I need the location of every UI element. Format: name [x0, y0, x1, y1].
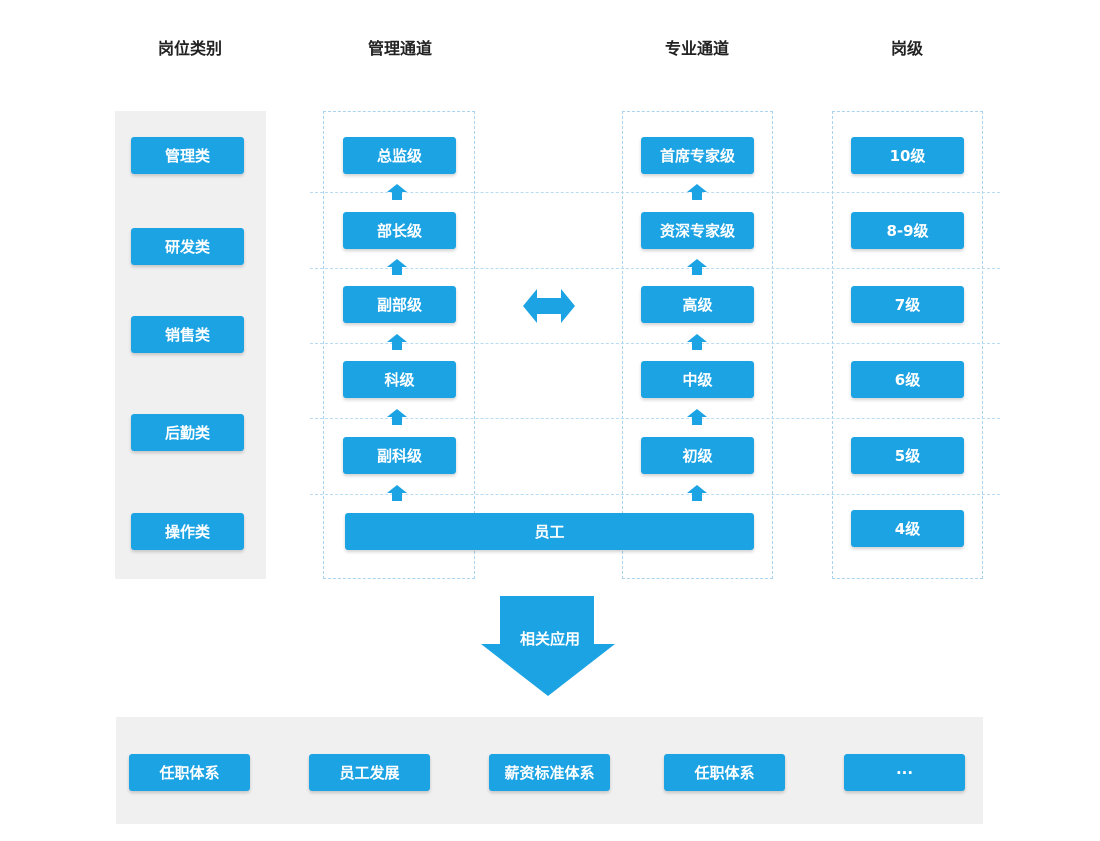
grade-box: 8-9级 — [851, 212, 964, 249]
header-category: 岗位类别 — [157, 39, 222, 58]
grade-column-outline — [832, 111, 983, 579]
level-divider — [310, 418, 1000, 419]
professional-level-box: 首席专家级 — [641, 137, 754, 174]
category-box: 管理类 — [131, 137, 244, 174]
header-management: 管理通道 — [367, 39, 432, 58]
professional-level-box: 中级 — [641, 361, 754, 398]
professional-level-box: 初级 — [641, 437, 754, 474]
management-level-box: 副科级 — [343, 437, 456, 474]
category-box: 销售类 — [131, 316, 244, 353]
grade-box: 5级 — [851, 437, 964, 474]
up-arrow-icon — [387, 184, 407, 200]
up-arrow-icon — [387, 334, 407, 350]
application-box: ··· — [844, 754, 965, 791]
level-divider — [310, 268, 1000, 269]
management-level-box: 总监级 — [343, 137, 456, 174]
grade-box: 7级 — [851, 286, 964, 323]
up-arrow-icon — [387, 485, 407, 501]
application-box: 任职体系 — [129, 754, 250, 791]
up-arrow-icon — [687, 409, 707, 425]
up-arrow-icon — [687, 485, 707, 501]
application-box: 员工发展 — [309, 754, 430, 791]
management-level-box: 部长级 — [343, 212, 456, 249]
down-arrow-icon — [481, 596, 615, 696]
level-divider — [310, 192, 1000, 193]
header-grade: 岗级 — [890, 39, 923, 58]
category-box: 后勤类 — [131, 414, 244, 451]
grade-box: 4级 — [851, 510, 964, 547]
management-level-box: 副部级 — [343, 286, 456, 323]
management-column-outline — [323, 111, 475, 579]
category-box: 操作类 — [131, 513, 244, 550]
professional-level-box: 高级 — [641, 286, 754, 323]
professional-column-outline — [622, 111, 773, 579]
employee-base-bar: 员工 — [345, 513, 754, 550]
header-professional: 专业通道 — [664, 39, 729, 58]
application-label: 相关应用 — [519, 630, 580, 648]
management-level-box: 科级 — [343, 361, 456, 398]
up-arrow-icon — [387, 259, 407, 275]
grade-box: 6级 — [851, 361, 964, 398]
application-box: 任职体系 — [664, 754, 785, 791]
up-arrow-icon — [387, 409, 407, 425]
up-arrow-icon — [687, 259, 707, 275]
level-divider — [310, 494, 1000, 495]
grade-box: 10级 — [851, 137, 964, 174]
double-arrow-icon — [523, 289, 575, 323]
category-box: 研发类 — [131, 228, 244, 265]
up-arrow-icon — [687, 184, 707, 200]
professional-level-box: 资深专家级 — [641, 212, 754, 249]
level-divider — [310, 343, 1000, 344]
up-arrow-icon — [687, 334, 707, 350]
application-box: 薪资标准体系 — [489, 754, 610, 791]
